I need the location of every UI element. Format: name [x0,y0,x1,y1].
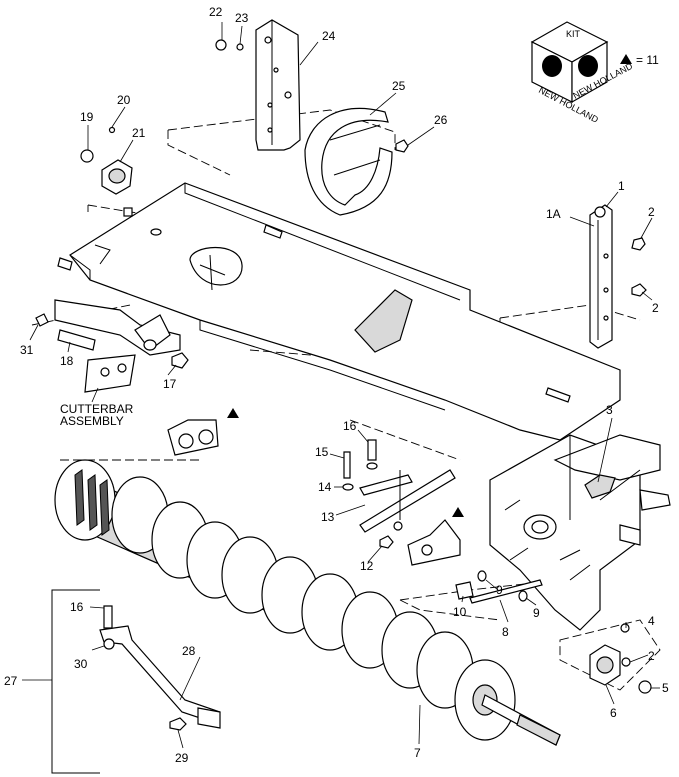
cutter-drum [54,459,561,746]
callout-25: 25 [392,79,406,93]
kit-box-icon: KIT NEW HOLLAND NEW HOLLAND [530,21,635,125]
nut-22 [215,39,227,51]
bolt-31 [35,313,49,327]
callout-16b: 16 [70,600,84,614]
callout-26: 26 [434,113,448,127]
pivot-bracket [54,299,181,356]
callout-7: 7 [414,746,421,760]
callout-29: 29 [175,751,189,765]
callout-1: 1 [618,179,625,193]
frame-deck [57,182,621,441]
setscrew-20 [108,126,116,134]
callout-31: 31 [20,343,34,357]
bolt-16b [103,605,113,629]
nut-2a [631,237,646,251]
nut-2c [621,657,631,667]
callout-20: 20 [117,93,131,107]
shield-25 [304,107,393,216]
callout-2c: 2 [648,649,655,663]
lever-28 [99,625,221,729]
side-plate-right [589,204,613,349]
callout-6: 6 [610,706,617,720]
bolt-8 [469,579,543,604]
callout-28: 28 [182,644,196,658]
callout-14: 14 [318,480,332,494]
callout-17: 17 [163,377,177,391]
callout-23: 23 [235,11,249,25]
kit-label: KIT [566,29,581,39]
bolt-15 [343,451,351,479]
center-guard-bracket [359,469,456,533]
bolt-4 [620,623,630,633]
cutterbar-note-line1: CUTTERBAR [60,402,134,416]
top-bracket-24 [255,19,301,151]
callout-5: 5 [662,681,669,695]
callout-2a: 2 [648,205,655,219]
nut-30 [103,638,115,650]
collar-5 [638,680,652,694]
callout-2b: 2 [652,301,659,315]
washer-9b [518,590,528,602]
bolt-26 [395,139,409,153]
bolt-2b [631,283,647,297]
callout-3: 3 [606,403,613,417]
triangle-marker-icon [227,408,239,418]
callout-15: 15 [315,445,329,459]
nut-17 [171,352,189,369]
leader-lines [29,22,660,749]
callout-19: 19 [80,110,94,124]
triangle-marker-icon [620,54,632,64]
callout-12: 12 [360,559,374,573]
callout-8: 8 [502,625,509,639]
bolt-16a [367,439,377,461]
callout-4: 4 [648,614,655,628]
callout-9a: 9 [496,583,503,597]
callout-13: 13 [321,510,335,524]
bearing-21 [101,159,133,195]
callout-18: 18 [60,354,74,368]
callout-9b: 9 [533,606,540,620]
washer-23 [236,43,244,51]
washer-9a [477,570,487,582]
collar-19 [80,149,94,163]
callout-16a: 16 [343,419,357,433]
triangle-marker-icon [452,507,464,517]
washer-14 [342,483,354,491]
bracket-27 [51,589,100,774]
bolt-29 [169,717,187,731]
pin-18 [57,329,96,351]
knife-plate-left [167,419,219,456]
callout-27: 27 [4,674,18,688]
bolt-10 [455,581,474,600]
kit-quantity: = 11 [636,53,659,67]
callout-24: 24 [322,29,336,43]
new-holland-logo: NEW HOLLAND NEW HOLLAND [537,55,635,125]
callout-30: 30 [74,657,88,671]
cutterbar-note-line2: ASSEMBLY [60,414,124,428]
nut-12 [379,535,394,549]
callout-10: 10 [453,605,467,619]
bearing-6 [589,644,621,686]
callout-22: 22 [209,5,223,19]
callout-1A: 1A [546,207,561,221]
cutterbar-assembly [84,354,136,393]
callout-21: 21 [132,126,146,140]
knife-plate-right [407,519,461,566]
gearbox-housing [489,434,671,631]
